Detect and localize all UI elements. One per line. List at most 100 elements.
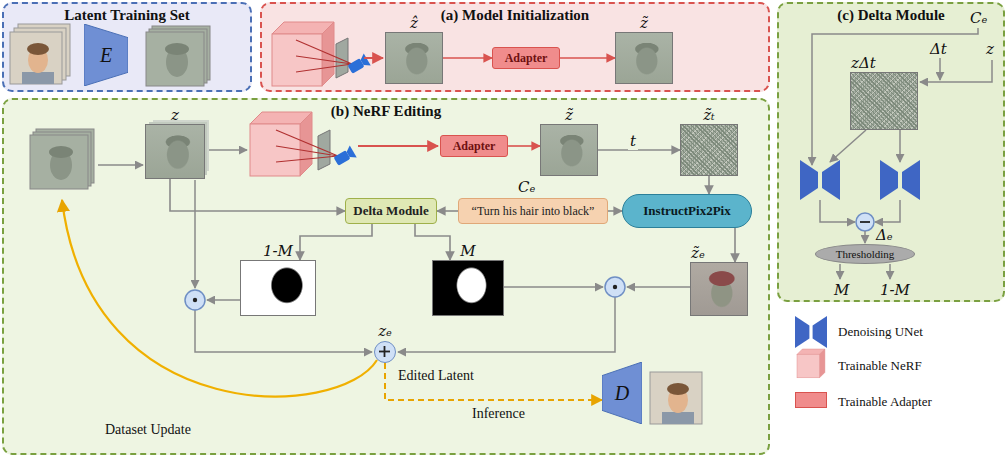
threshold-ellipse: Thresholding (815, 244, 915, 264)
panel-ground (777, 2, 1005, 302)
panel-title: (c) Delta Module (837, 7, 944, 23)
panel-title-holder: (c) Delta Module (779, 6, 1003, 24)
tile-label-holder: z̃ₜ (681, 106, 737, 124)
label-holder: M (834, 281, 849, 299)
connector (608, 210, 622, 212)
plus-symbol (375, 342, 394, 361)
camera-icon (346, 53, 370, 75)
connector (443, 57, 492, 59)
minus-bar (860, 221, 870, 223)
camera-ray (276, 130, 338, 156)
note-label: Edited Latent (398, 368, 474, 383)
condition-line (812, 28, 978, 165)
variable-label: z̃ (565, 106, 573, 124)
connector (734, 228, 736, 262)
panel-region: (c) Delta ModulezΔtThresholding (777, 2, 1005, 302)
box-text: “Turn his hair into black” (472, 204, 595, 219)
math-label: Cₑ (518, 178, 535, 196)
flow-line (899, 130, 901, 162)
edge-label: t (628, 132, 638, 150)
panel-title: Latent Training Set (64, 7, 189, 23)
flow-line (207, 299, 240, 301)
flow-line (627, 286, 690, 288)
tile-label-holder: 1-M (241, 242, 315, 260)
panel-ground (260, 2, 770, 92)
variable-label: zΔt (851, 54, 876, 72)
flow-line (839, 264, 841, 279)
connector (708, 176, 710, 194)
latent-tile: z̃ (540, 124, 598, 176)
connector (385, 363, 602, 400)
panel-ground (2, 2, 252, 92)
label-holder: Dataset Update (105, 420, 191, 438)
math-label: M (834, 281, 849, 299)
legend-holder: Denoising UNet (838, 322, 923, 340)
flow-line (875, 200, 900, 222)
connector (598, 149, 680, 151)
trapezoid-outline (84, 24, 128, 86)
tile-label-holder: z (146, 106, 204, 124)
latent-tile: ẑ (385, 32, 443, 84)
label-holder: z (986, 40, 994, 58)
delta-module-box: Delta Module (345, 198, 437, 224)
flow-arrow (98, 164, 143, 166)
variable-label: z̃ₜ (703, 106, 715, 124)
tile-label-holder: zΔt (851, 54, 876, 72)
box-text: Delta Module (353, 203, 428, 219)
codec-symbol: E (100, 44, 112, 67)
math-label: Cₑ (970, 9, 987, 27)
legend-text: Trainable NeRF (838, 358, 922, 373)
latent-tile: 1-M (240, 260, 316, 316)
panel-region: Latent Training SetE (2, 2, 252, 92)
legend-text: Trainable Adapter (838, 394, 932, 409)
variable-label: z̃ (640, 14, 648, 32)
box-text: InstructPix2Pix (643, 203, 730, 219)
box-text: Adapter (505, 51, 548, 66)
multiply-symbol (185, 290, 205, 310)
minus-symbol (856, 213, 874, 231)
instructpix2pix-box: InstructPix2Pix (622, 194, 752, 228)
latent-tile: z (145, 124, 205, 179)
legend-holder: Trainable NeRF (838, 356, 922, 374)
panel-title: (b) NeRF Editing (331, 103, 441, 119)
flow-line (864, 231, 866, 243)
camera-ray (296, 56, 352, 64)
label-holder: Δt (930, 40, 947, 58)
flow-arrow (208, 149, 247, 151)
variable-label: ẑ (410, 14, 418, 32)
tile-label-holder: z̃ (541, 106, 597, 124)
label-holder: Cₑ (518, 178, 535, 196)
tile-label-holder: z̃ₑ (691, 244, 705, 262)
multiply-dot (193, 298, 197, 302)
connector (300, 224, 372, 260)
connector (508, 145, 540, 147)
panel-ground (2, 98, 770, 455)
label-holder: Cₑ (970, 9, 987, 27)
multiply-symbol (605, 277, 625, 297)
math-label: z (986, 40, 994, 58)
tile-label-holder: ẑ (386, 14, 442, 32)
flow-line (820, 200, 855, 222)
camera-ray (296, 40, 352, 64)
instruction-box: “Turn his hair into black” (458, 198, 608, 224)
math-label: 1-M (880, 281, 910, 299)
sum-label-holder: zₑ (355, 322, 415, 340)
latent-tile: z̃ₜ (680, 124, 738, 176)
connector (415, 224, 450, 260)
dataset-update-arrow (62, 200, 377, 396)
latent-tile: z̃ₑ (690, 262, 748, 316)
panel-title-holder: Latent Training Set (4, 6, 250, 24)
flow-line (398, 297, 615, 352)
render-arrow (358, 145, 438, 147)
note-label: Dataset Update (105, 422, 191, 437)
connector (170, 179, 345, 211)
variable-label: 1-M (263, 242, 293, 260)
output-photo (650, 372, 702, 424)
label-holder: 1-M (880, 281, 910, 299)
legend-holder: Trainable Adapter (838, 392, 932, 410)
math-label: Δₑ (876, 226, 893, 244)
legend-text: Denoising UNet (838, 324, 923, 339)
sum-circle: zₑ (374, 341, 396, 363)
noise-line (939, 58, 941, 80)
